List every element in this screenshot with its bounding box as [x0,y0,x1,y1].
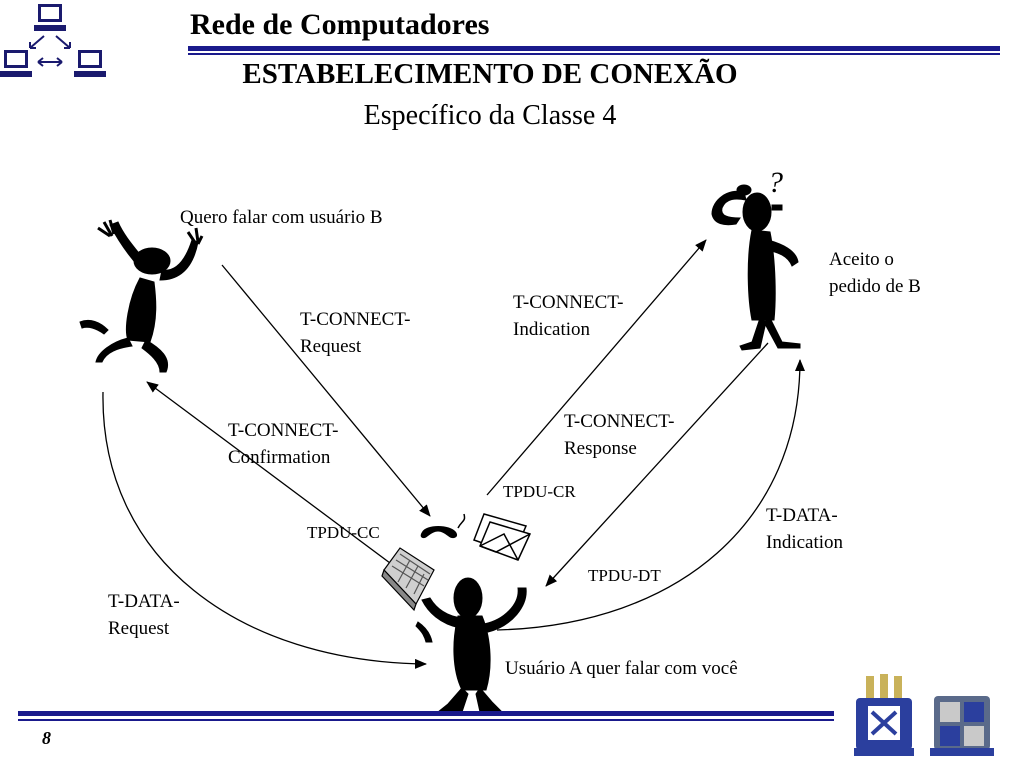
connect-request-label: T-CONNECT- Request [300,309,411,357]
connect-indication-label: T-CONNECT- Indication [513,292,624,340]
data-indication-arrow [496,359,805,631]
waving-figure-icon [79,219,204,373]
connect-response-label: T-CONNECT- Response [564,411,675,459]
connect-confirmation-arrow [146,381,403,573]
footer-rule-thin [18,719,834,721]
tpdu-cr-label: TPDU-CR [503,482,576,501]
slide-title: ESTABELECIMENTO DE CONEXÃO [242,58,738,90]
data-indication-label: T-DATA- Indication [766,505,844,553]
header-rule-thin [188,53,1000,55]
user-b-caption: Quero falar com usuário B [180,207,383,228]
network-computers-icon [0,4,106,77]
connect-indication-arrow [486,239,707,496]
university-crest-icon [854,674,914,756]
envelopes-icon [473,513,532,561]
svg-text:?: ? [768,166,783,199]
tpdu-dt-label: TPDU-DT [588,566,661,585]
school-crest-icon [930,696,994,756]
accept-caption: Aceito o pedido de B [829,249,921,297]
connect-response-arrow [545,342,769,587]
header-rule [188,46,1000,51]
data-request-arrow [102,391,427,669]
telephone-icon [420,513,466,539]
user-a-caption: Usuário A quer falar com você [505,658,738,679]
header-title: Rede de Computadores [190,8,490,41]
data-request-label: T-DATA- Request [108,591,180,639]
keyboard-icon [381,547,435,612]
thinking-figure-icon: ? [711,166,801,351]
connect-request-arrow [221,264,431,517]
juggling-figure-icon [415,577,527,713]
connect-confirmation-label: T-CONNECT- Confirmation [228,420,339,468]
slide-subtitle: Específico da Classe 4 [363,100,617,131]
tpdu-cc-label: TPDU-CC [307,523,380,542]
footer-rule [18,711,834,716]
page-number: 8 [42,728,51,748]
